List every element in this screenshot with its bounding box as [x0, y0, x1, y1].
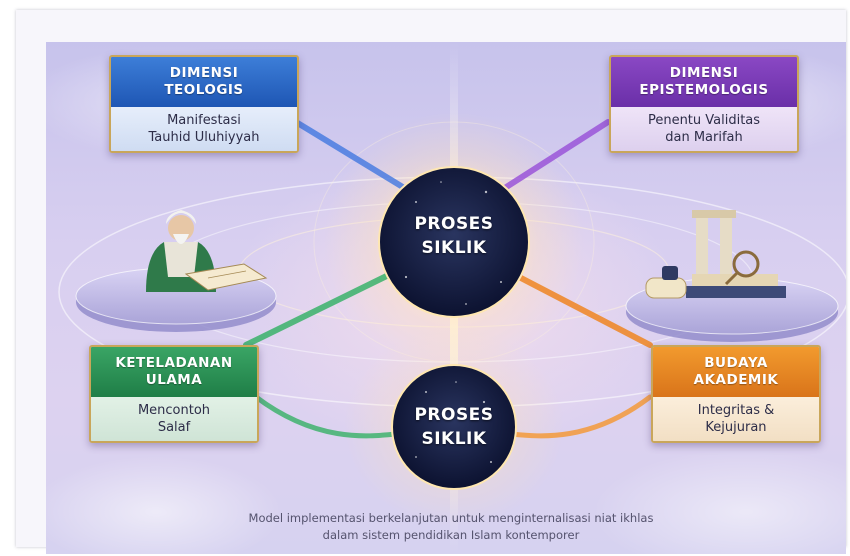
- box-keteladanan-title-line2: ULAMA: [145, 372, 203, 388]
- diagram-art: [58, 42, 846, 554]
- box-teologis-title-line2: TEOLOGIS: [164, 82, 244, 98]
- box-epistemologis-title-line1: DIMENSI: [669, 65, 739, 81]
- box-epistemologis-text: Penentu Validitas dan Marifah: [611, 107, 797, 151]
- top-circle-line2: SIKLIK: [421, 238, 487, 258]
- box-keteladanan-text-line2: Salaf: [157, 420, 191, 435]
- box-keteladanan-title-line1: KETELADANAN: [115, 355, 233, 371]
- top-circle-label: PROSES SIKLIK: [389, 212, 519, 260]
- box-dimensi-teologis: DIMENSI TEOLOGIS Manifestasi Tauhid Uluh…: [109, 55, 299, 153]
- box-epistemologis-text-line1: Penentu Validitas: [647, 113, 761, 128]
- top-circle-line1: PROSES: [414, 214, 494, 234]
- bottom-circle-line1: PROSES: [414, 405, 494, 425]
- box-dimensi-epistemologis: DIMENSI EPISTEMOLOGIS Penentu Validitas …: [609, 55, 799, 153]
- box-epistemologis-title-line2: EPISTEMOLOGIS: [639, 82, 769, 98]
- top-cycle-circle: [378, 166, 530, 318]
- box-teologis-text-line1: Manifestasi: [167, 113, 241, 128]
- box-budaya-text: Integritas & Kejujuran: [653, 397, 819, 441]
- box-teologis-title: DIMENSI TEOLOGIS: [111, 57, 297, 107]
- diagram-caption: Model implementasi berkelanjutan untuk m…: [186, 510, 716, 544]
- box-budaya-title-line2: AKADEMIK: [693, 372, 779, 388]
- box-keteladanan-ulama: KETELADANAN ULAMA Mencontoh Salaf: [89, 345, 259, 443]
- diagram-scene: PROSES SIKLIK PROSES SIKLIK DIMENSI TEOL…: [46, 42, 846, 554]
- box-epistemologis-text-line2: dan Marifah: [665, 130, 743, 145]
- box-teologis-text: Manifestasi Tauhid Uluhiyyah: [111, 107, 297, 151]
- box-epistemologis-title: DIMENSI EPISTEMOLOGIS: [611, 57, 797, 107]
- box-budaya-akademik: BUDAYA AKADEMIK Integritas & Kejujuran: [651, 345, 821, 443]
- caption-line1: Model implementasi berkelanjutan untuk m…: [248, 511, 654, 525]
- books-scroll-column-icon: [625, 210, 839, 342]
- bottom-circle-line2: SIKLIK: [421, 429, 487, 449]
- circle-stars: [404, 181, 502, 463]
- box-teologis-title-line1: DIMENSI: [169, 65, 239, 81]
- box-budaya-text-line1: Integritas &: [697, 403, 775, 418]
- box-keteladanan-title: KETELADANAN ULAMA: [91, 347, 257, 397]
- caption-line2: dalam sistem pendidikan Islam kontempore…: [322, 528, 580, 542]
- bottom-circle-label: PROSES SIKLIK: [389, 403, 519, 451]
- box-budaya-title-line1: BUDAYA: [704, 355, 768, 371]
- bottom-cycle-circle: [391, 364, 517, 490]
- box-keteladanan-text-line1: Mencontoh: [137, 403, 211, 418]
- scholar-reading-icon: [75, 210, 277, 332]
- box-budaya-text-line2: Kejujuran: [705, 420, 767, 435]
- box-keteladanan-text: Mencontoh Salaf: [91, 397, 257, 441]
- box-teologis-text-line2: Tauhid Uluhiyyah: [148, 130, 260, 145]
- box-budaya-title: BUDAYA AKADEMIK: [653, 347, 819, 397]
- image-frame: PROSES SIKLIK PROSES SIKLIK DIMENSI TEOL…: [16, 10, 846, 554]
